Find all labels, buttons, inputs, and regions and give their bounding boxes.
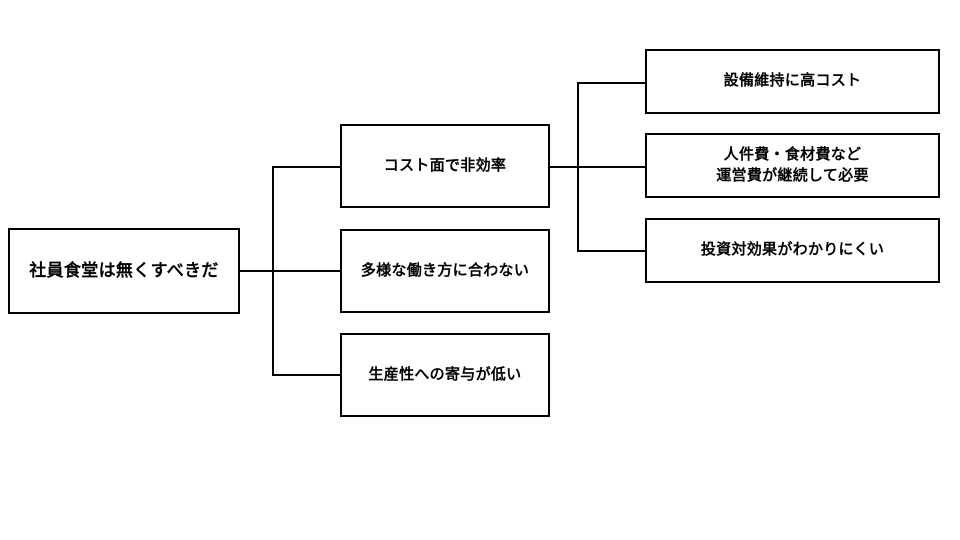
connector-trunk-level3: [577, 82, 579, 250]
node-level3-operating-cost-label: 人件費・食材費など 運営費が継続して必要: [716, 146, 869, 184]
connector-branch-l3-c: [577, 250, 646, 252]
connector-branch-l3-a: [577, 82, 646, 84]
node-level2-low-productivity[interactable]: 生産性への寄与が低い: [340, 333, 550, 417]
connector-l2a-stub: [549, 166, 579, 168]
connector-branch-l2-c: [272, 374, 341, 376]
connector-trunk-level2: [272, 166, 274, 374]
node-level2-cost-inefficiency-label: コスト面で非効率: [383, 156, 507, 174]
connector-branch-l2-b: [272, 270, 341, 272]
node-root[interactable]: 社員食堂は無くすべきだ: [8, 228, 240, 314]
connector-branch-l3-b: [577, 166, 646, 168]
node-level2-work-style-mismatch[interactable]: 多様な働き方に合わない: [340, 229, 550, 313]
node-level3-operating-cost[interactable]: 人件費・食材費など 運営費が継続して必要: [645, 133, 940, 198]
node-level3-roi-unclear-label: 投資対効果がわかりにくい: [700, 241, 885, 259]
node-level3-facility-cost-label: 設備維持に高コスト: [723, 72, 862, 90]
node-level3-roi-unclear[interactable]: 投資対効果がわかりにくい: [645, 218, 940, 283]
node-level2-cost-inefficiency[interactable]: コスト面で非効率: [340, 124, 550, 208]
node-level2-work-style-mismatch-label: 多様な働き方に合わない: [360, 261, 530, 279]
connector-branch-l2-a: [272, 166, 341, 168]
node-root-label: 社員食堂は無くすべきだ: [29, 260, 219, 280]
node-level2-low-productivity-label: 生産性への寄与が低い: [368, 365, 522, 383]
connector-root-stub: [240, 270, 274, 272]
node-level3-facility-cost[interactable]: 設備維持に高コスト: [645, 49, 940, 114]
